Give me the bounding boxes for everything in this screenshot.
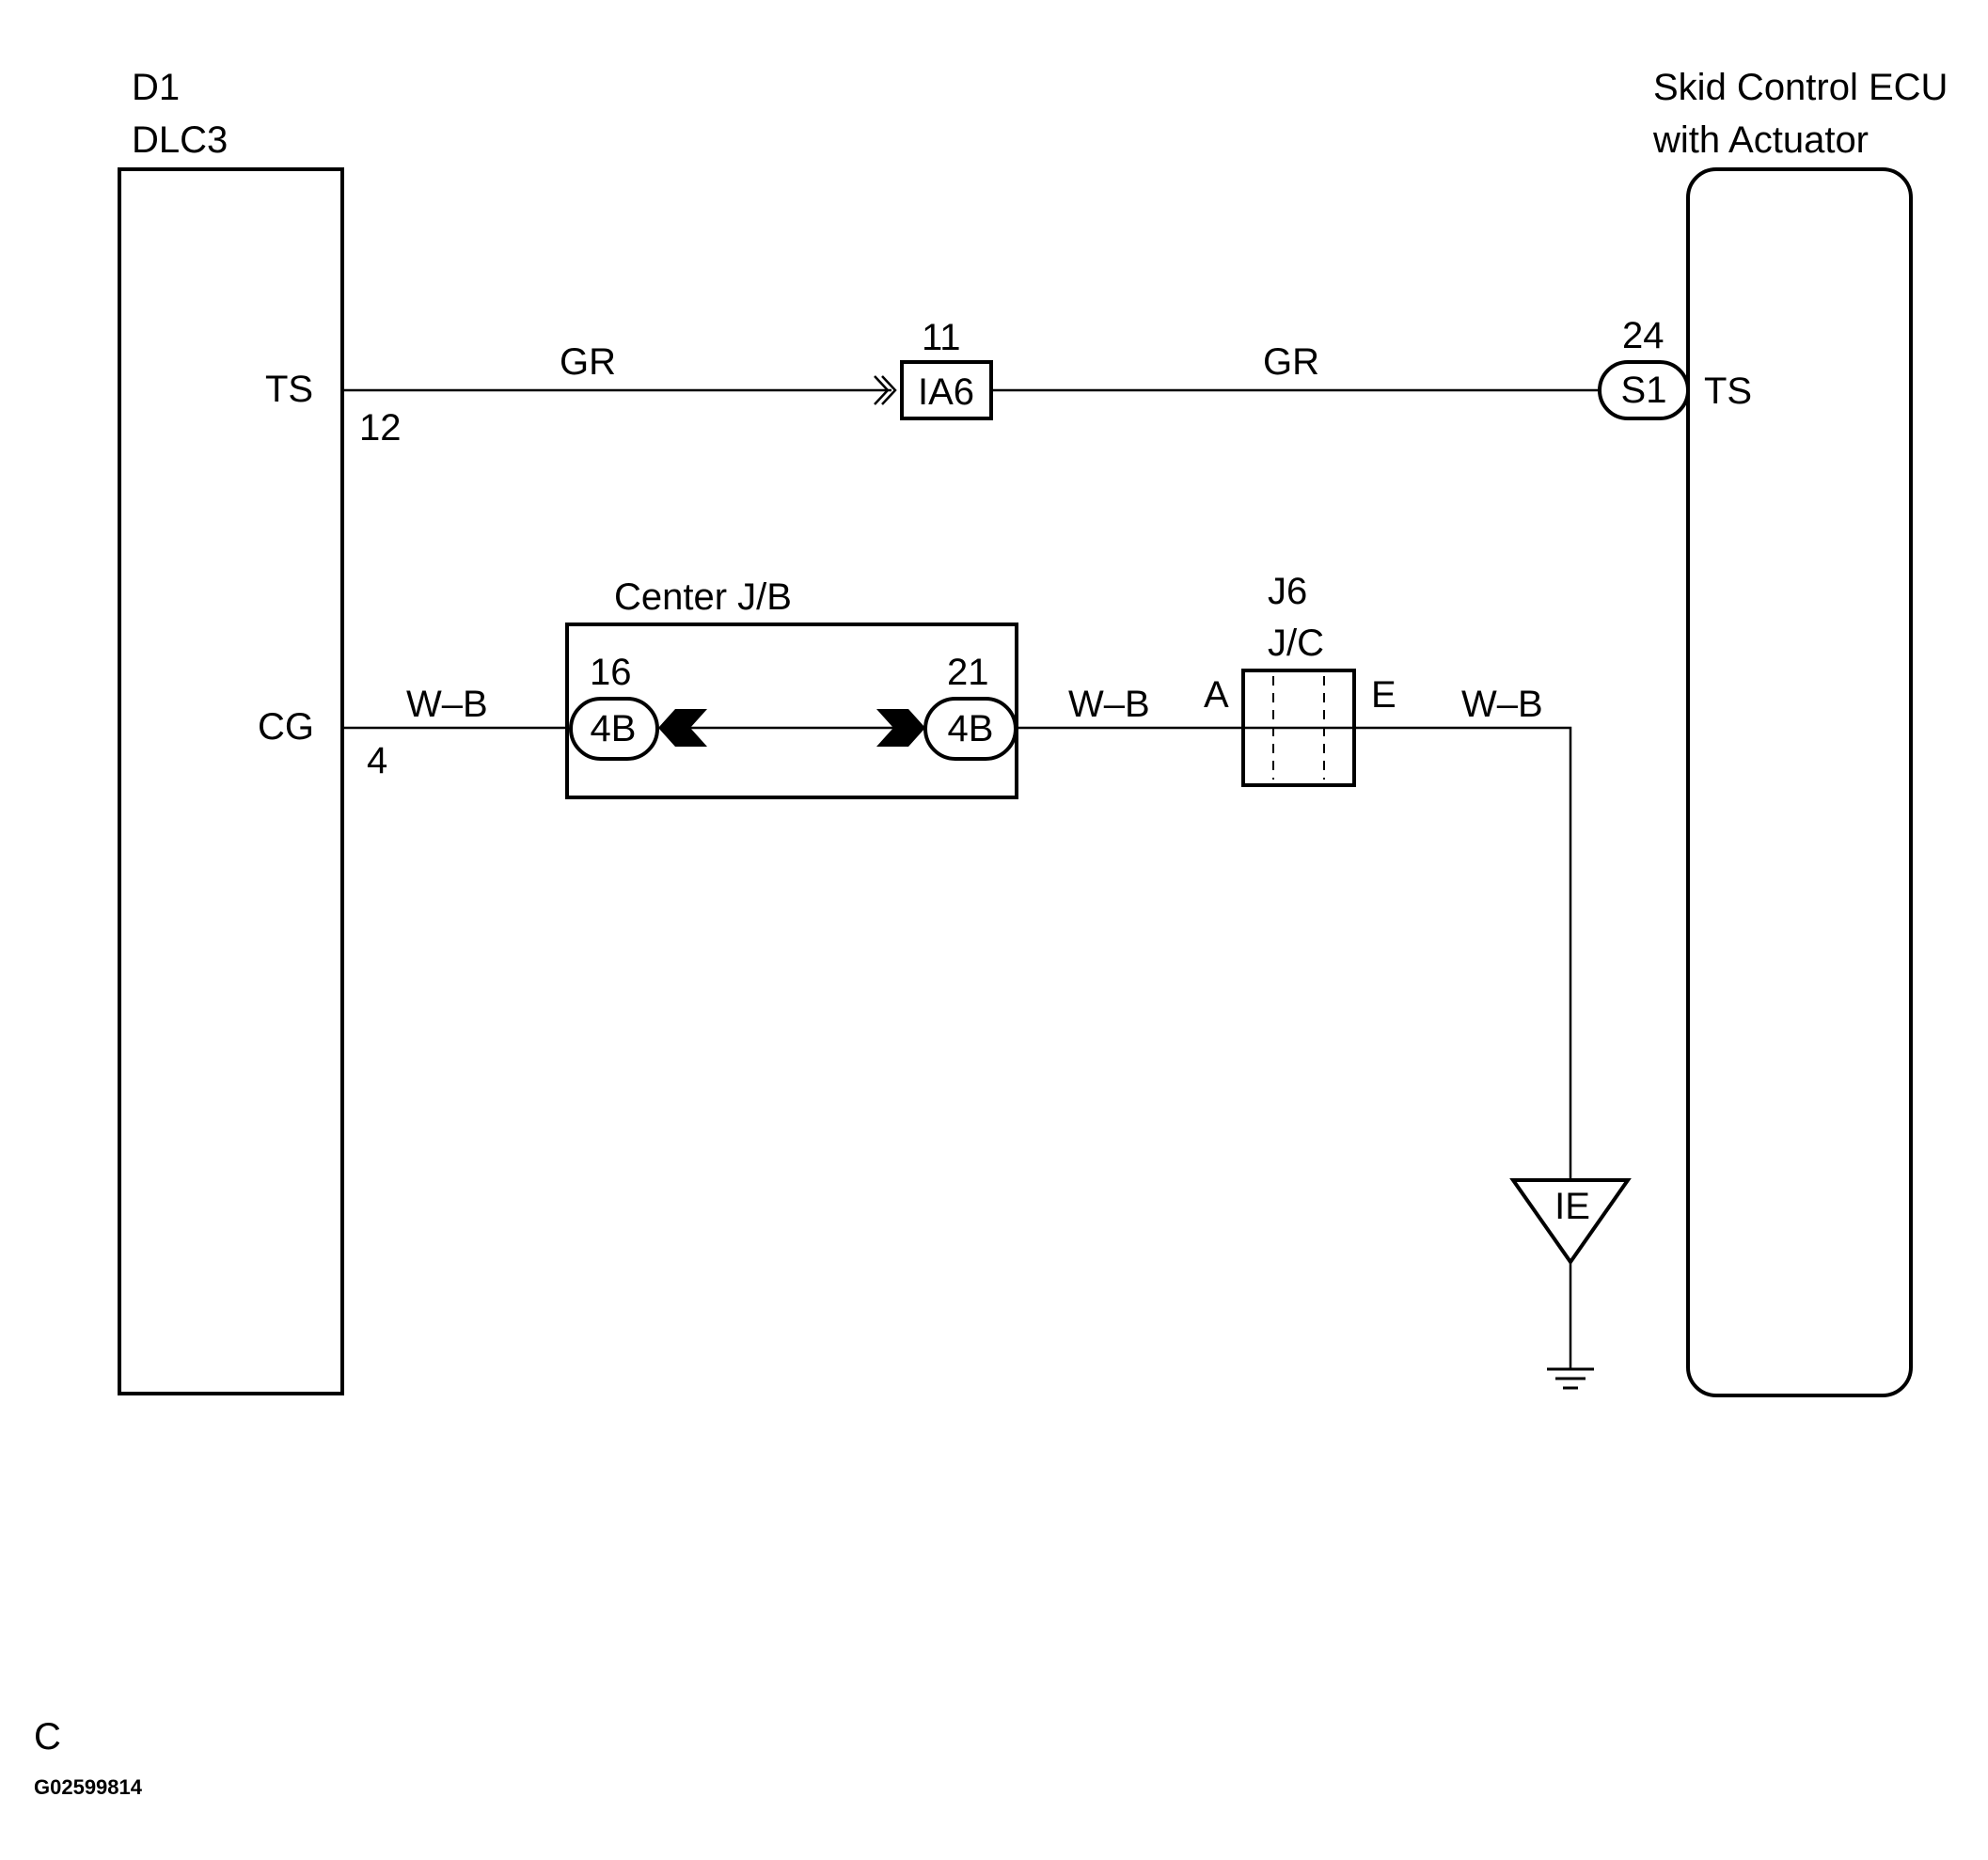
s1-pin-number: 24 (1622, 315, 1665, 356)
dlc3-name: DLC3 (132, 119, 228, 161)
ecu-body (1686, 167, 1913, 1397)
center-jb-left-arrow-icon (658, 709, 707, 747)
ecu-ts-label: TS (1704, 370, 1752, 412)
center-jb-right-pin-number: 21 (947, 652, 989, 693)
center-jb-right-connector-code: 4B (948, 708, 994, 749)
dlc3-component: D1 DLC3 TS 12 CG 4 (118, 67, 402, 1395)
dlc3-cg-label: CG (258, 706, 314, 748)
center-jb-box (565, 623, 1018, 799)
ia6-chevron-inner (881, 375, 897, 405)
ia6-connector-code: IA6 (918, 371, 974, 413)
dlc3-ref: D1 (132, 67, 180, 108)
center-jb-name: Center J/B (614, 576, 792, 618)
ground-point-triangle (1509, 1178, 1632, 1266)
ts-circuit: GR IA6 11 GR S1 24 (342, 315, 1690, 420)
ecu-name-line1: Skid Control ECU (1653, 67, 1948, 108)
ia6-pin-number: 11 (922, 317, 961, 358)
dlc3-ts-label: TS (265, 369, 313, 410)
center-jb-right-arrow-icon (876, 709, 925, 747)
cg-wire-left-color: W–B (406, 684, 488, 725)
ground-point-label: IE (1554, 1186, 1590, 1227)
center-jb-left-connector (569, 697, 659, 761)
center-jb-left-connector-code: 4B (591, 708, 637, 749)
footer-figure-code: G02599814 (34, 1775, 143, 1799)
cg-wire-right-color: W–B (1461, 684, 1543, 725)
j6-ref: J6 (1268, 571, 1307, 612)
ecu-component: Skid Control ECU with Actuator TS (1652, 67, 1948, 1397)
center-jb: Center J/B 4B 16 4B 21 (565, 576, 1018, 799)
s1-connector (1598, 360, 1690, 420)
footer-section-letter: C (34, 1716, 61, 1758)
cg-wire-right (1354, 726, 1572, 1180)
j6-name: J/C (1268, 623, 1324, 664)
cg-circuit: W–B Center J/B 4B 16 4B 21 W–B J6 J/C A (342, 571, 1632, 1390)
center-jb-right-connector (923, 697, 1018, 761)
dlc3-ts-pin-number: 12 (359, 407, 402, 449)
ts-wire-right-color: GR (1263, 341, 1319, 383)
ecu-name-line2: with Actuator (1652, 119, 1869, 161)
dlc3-body (118, 167, 344, 1395)
dlc3-cg-pin-number: 4 (367, 740, 387, 781)
s1-connector-code: S1 (1621, 370, 1667, 411)
j6-junction-connector: J6 J/C A E (1204, 571, 1396, 787)
cg-wire-middle-color: W–B (1068, 684, 1150, 725)
center-jb-left-pin-number: 16 (590, 652, 632, 693)
ground-point: IE (1509, 1178, 1632, 1390)
j6-pin-a: A (1204, 674, 1229, 716)
ia6-chevron-outer (874, 375, 890, 405)
j6-pin-e: E (1371, 674, 1396, 716)
ts-wire-left-color: GR (560, 341, 616, 383)
